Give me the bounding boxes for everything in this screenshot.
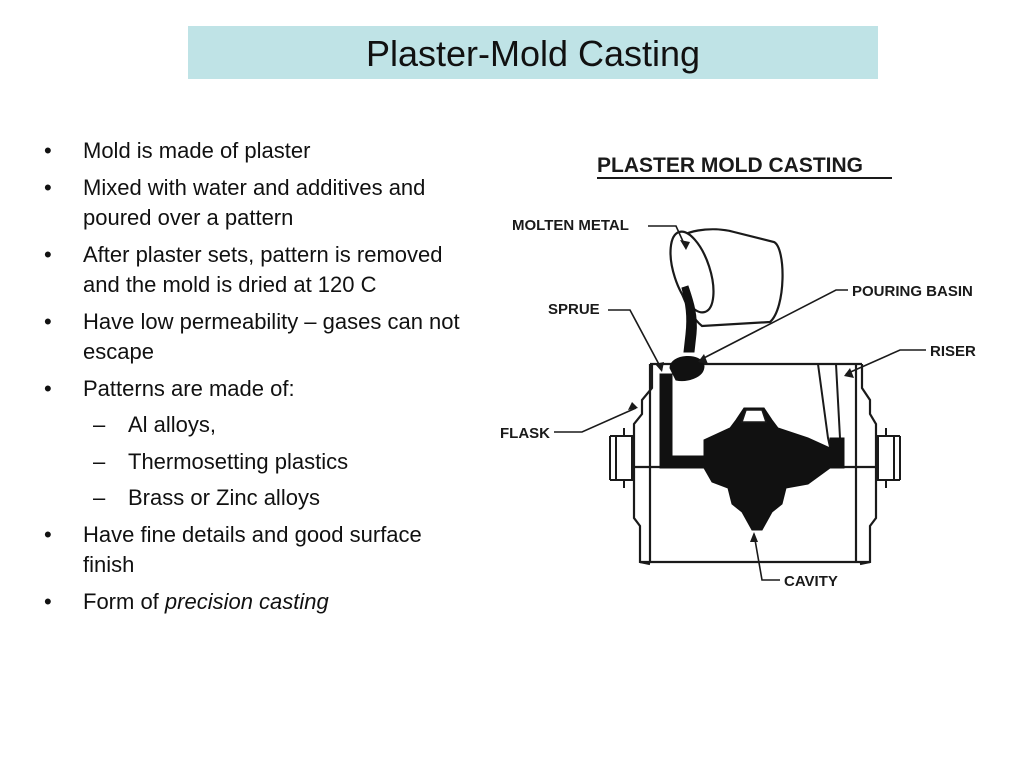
bullet-marker: • [44,588,52,614]
bullet-text: Have fine details and good surface finis… [83,521,422,578]
sub-bullet-marker: – [93,485,106,510]
bullet-text: Form of precision casting [83,587,464,618]
cavity-boss [740,409,768,423]
molten-metal-fill [659,285,845,531]
label-sprue: SPRUE [548,301,600,318]
bullet-marker: • [44,521,52,547]
bullet-text: Patterns are made of: [83,375,295,401]
flask-left-handle [609,428,633,488]
bullet-marker: • [44,241,52,267]
label-pouring-basin: POURING BASIN [852,283,973,300]
bullet-marker: • [44,375,52,401]
bullet-marker: • [44,138,52,163]
bullet-item: • Mold is made of plaster [44,136,464,167]
ladle [669,228,784,328]
bullet-marker: • [44,174,52,200]
arrow-heads [628,240,854,542]
label-cavity: CAVITY [784,573,838,590]
sub-bullet-text: Brass or Zinc alloys [128,485,320,510]
bullet-item: • After plaster sets, pattern is removed… [44,240,464,301]
bullet-list: • Mold is made of plaster • Mixed with w… [44,136,464,623]
slide-title: Plaster-Mold Casting [365,32,701,74]
sub-bullet-item: – Brass or Zinc alloys [93,483,464,514]
bullet-marker: • [44,308,52,334]
bullet-item: • Patterns are made of: [44,374,464,405]
sub-bullet-marker: – [93,412,106,437]
bullet-item: • Form of precision casting [44,587,464,618]
bullet-text-prefix: Form of [83,588,165,614]
label-riser: RISER [930,343,976,360]
sub-bullet-text: Al alloys, [128,412,217,437]
bullet-item: • Have fine details and good surface fin… [44,520,464,581]
diagram-heading: PLASTER MOLD CASTING [597,154,863,177]
sub-bullet-item: – Thermosetting plastics [93,447,464,478]
bullet-text: Mold is made of plaster [83,138,311,163]
flask-right-handle [877,428,901,488]
sub-bullet-marker: – [93,448,106,474]
label-flask: FLASK [500,425,550,442]
bullet-item: • Have low permeability – gases can not … [44,307,464,368]
bullet-text: Have low permeability – gases can not es… [83,308,460,365]
bullet-text: After plaster sets, pattern is removed a… [83,241,443,298]
bullet-text-emphasis: precision casting [164,588,329,614]
bullet-text: Mixed with water and additives and poure… [83,174,426,231]
bullet-item: • Mixed with water and additives and pou… [44,173,464,234]
label-molten-metal: MOLTEN METAL [512,217,629,234]
sub-bullet-item: – Al alloys, [93,410,464,441]
plaster-mold-diagram: PLASTER MOLD CASTING [490,138,1010,608]
title-bar: Plaster-Mold Casting [188,26,878,79]
sub-bullet-text: Thermosetting plastics [128,448,349,474]
